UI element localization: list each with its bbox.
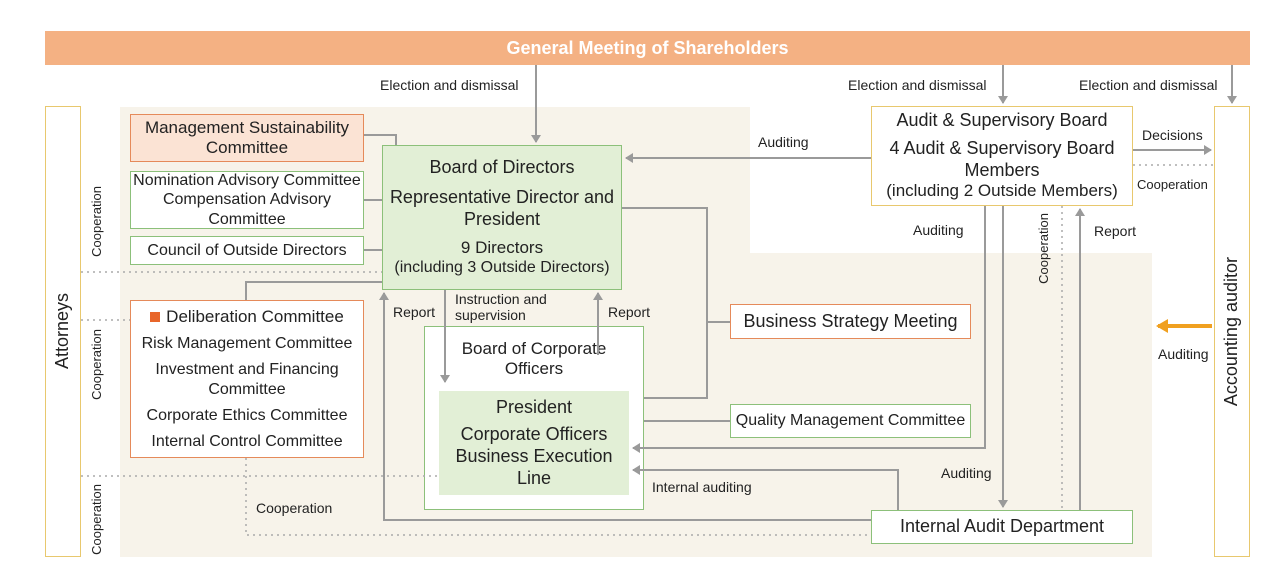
board-title: Board of Directors bbox=[429, 157, 575, 178]
committees-box: Deliberation Committee Risk Management C… bbox=[130, 300, 364, 458]
dotted-bottom-coop bbox=[245, 458, 871, 536]
line-board-strategy bbox=[622, 207, 708, 399]
board-directors: 9 Directors bbox=[460, 238, 544, 258]
board-rep: Representative Director and President bbox=[389, 186, 615, 229]
square-bullet-icon bbox=[150, 311, 161, 322]
audit-board-title: Audit & Supervisory Board bbox=[896, 110, 1108, 131]
line-committee-board bbox=[245, 281, 382, 300]
line-mgmt-board bbox=[364, 134, 397, 145]
arrow-internal-auditing bbox=[632, 465, 899, 510]
label-cooperation-acct: Cooperation bbox=[1137, 177, 1208, 192]
shareholders-label: General Meeting of Shareholders bbox=[506, 37, 789, 58]
label-election-3: Election and dismissal bbox=[1079, 77, 1218, 93]
label-report-mid: Report bbox=[608, 304, 651, 320]
advisory-committees-box: Nomination Advisory Committee Compensati… bbox=[130, 171, 364, 229]
nomination-advisory-label: Nomination Advisory Committee bbox=[133, 172, 361, 190]
investment-label: Investment and Financing Committee bbox=[155, 361, 339, 398]
deliberation-label: Deliberation Committee bbox=[166, 306, 344, 326]
management-sustainability-label: Management Sustainability Committee bbox=[144, 117, 350, 157]
label-election-1: Election and dismissal bbox=[380, 77, 519, 93]
label-report-left: Report bbox=[393, 304, 436, 320]
internal-audit-label: Internal Audit Department bbox=[899, 516, 1105, 537]
label-coop-att-3: Cooperation bbox=[89, 484, 104, 555]
attorneys-box: Attorneys bbox=[45, 106, 81, 557]
label-coop-att-2: Cooperation bbox=[89, 329, 104, 400]
label-internal-auditing: Internal auditing bbox=[652, 479, 752, 495]
arrow-auditing-execution bbox=[632, 206, 986, 453]
label-auditing-1: Auditing bbox=[758, 134, 809, 150]
execution-box: President Corporate Officers Business Ex… bbox=[439, 391, 629, 495]
internal-control-label: Internal Control Committee bbox=[151, 433, 343, 451]
label-instruction: Instruction and supervision bbox=[455, 291, 547, 324]
label-decisions: Decisions bbox=[1142, 127, 1203, 143]
accounting-auditor-box: Accounting auditor bbox=[1214, 106, 1250, 557]
label-auditing-acct: Auditing bbox=[1158, 346, 1209, 362]
compensation-advisory-label: Compensation Advisory Committee bbox=[162, 191, 332, 228]
audit-board-box: Audit & Supervisory Board 4 Audit & Supe… bbox=[871, 106, 1133, 206]
ethics-label: Corporate Ethics Committee bbox=[146, 406, 348, 424]
business-strategy-label: Business Strategy Meeting bbox=[743, 310, 958, 331]
president-label: President bbox=[495, 396, 573, 417]
business-strategy-box: Business Strategy Meeting bbox=[730, 304, 971, 339]
shareholders-bar: General Meeting of Shareholders bbox=[45, 31, 1250, 65]
risk-label: Risk Management Committee bbox=[141, 335, 353, 353]
corporate-officers-label: Board of Corporate Officers bbox=[461, 339, 607, 379]
label-election-2: Election and dismissal bbox=[848, 77, 987, 93]
label-auditing-3: Auditing bbox=[941, 465, 992, 481]
label-cooperation-vert: Cooperation bbox=[1036, 213, 1051, 284]
board-outside: (including 3 Outside Directors) bbox=[394, 259, 610, 277]
management-sustainability-box: Management Sustainability Committee bbox=[130, 114, 364, 162]
board-of-directors-box: Board of Directors Representative Direct… bbox=[382, 145, 622, 290]
audit-board-outside: (including 2 Outside Members) bbox=[886, 181, 1118, 201]
internal-audit-box: Internal Audit Department bbox=[871, 510, 1133, 544]
execution-officers-label: Corporate Officers Business Execution Li… bbox=[455, 424, 613, 488]
audit-board-members: 4 Audit & Supervisory Board Members bbox=[889, 138, 1115, 180]
council-outside-label: Council of Outside Directors bbox=[147, 241, 347, 259]
deliberation-row: Deliberation Committee bbox=[150, 307, 344, 327]
quality-mgmt-label: Quality Management Committee bbox=[735, 412, 966, 430]
label-auditing-2: Auditing bbox=[913, 222, 964, 238]
quality-mgmt-box: Quality Management Committee bbox=[730, 404, 971, 438]
label-report-right: Report bbox=[1094, 223, 1137, 239]
label-coop-att-1: Cooperation bbox=[89, 186, 104, 257]
arrow-report-left bbox=[379, 292, 871, 521]
council-outside-box: Council of Outside Directors bbox=[130, 236, 364, 265]
label-cooperation-bottom: Cooperation bbox=[256, 500, 333, 516]
